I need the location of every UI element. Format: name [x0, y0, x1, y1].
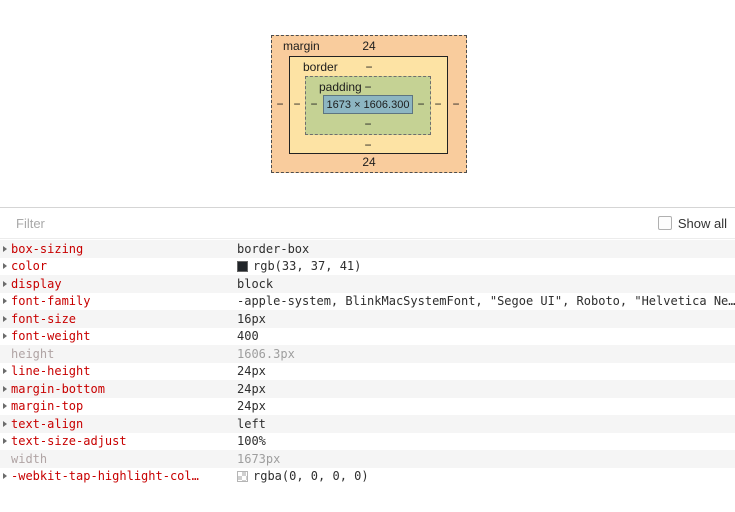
margin-left-value[interactable]: −: [276, 97, 284, 111]
expand-arrow-icon[interactable]: [3, 333, 7, 340]
color-swatch[interactable]: [237, 260, 248, 272]
property-name: text-align: [11, 416, 84, 431]
property-row-width: width 1673px: [0, 450, 735, 468]
property-value: 400: [237, 329, 259, 344]
expand-arrow-icon[interactable]: [3, 368, 7, 375]
property-name: margin-bottom: [11, 381, 105, 396]
show-all-checkbox[interactable]: [657, 216, 672, 230]
property-value: block: [237, 276, 274, 291]
property-value: rgba(0, 0, 0, 0): [237, 469, 369, 483]
property-value: rgb(33, 37, 41): [237, 259, 361, 273]
property-name: height: [11, 346, 55, 361]
box-model-content-region[interactable]: 1673 × 1606.300: [323, 95, 413, 114]
property-row-margin-top[interactable]: margin-top 24px: [0, 398, 735, 416]
property-name: color: [11, 259, 48, 274]
property-value: left: [237, 416, 266, 431]
filter-input[interactable]: [14, 214, 658, 232]
property-value: 1606.3px: [237, 346, 295, 361]
property-name: box-sizing: [11, 241, 84, 256]
property-row-height: height 1606.3px: [0, 345, 735, 363]
filter-bar: Show all: [0, 207, 735, 239]
computed-properties-list: box-sizing border-box color rgb(33, 37, …: [0, 240, 735, 485]
margin-label: margin: [283, 39, 320, 53]
property-value: 16px: [237, 311, 266, 326]
property-row-line-height[interactable]: line-height 24px: [0, 363, 735, 381]
border-bottom-value[interactable]: −: [364, 138, 372, 152]
property-value: 24px: [237, 399, 266, 414]
property-value: border-box: [237, 241, 310, 256]
margin-top-value[interactable]: 24: [362, 39, 376, 53]
margin-right-value[interactable]: −: [452, 97, 460, 111]
show-all-toggle[interactable]: Show all: [657, 215, 727, 231]
border-right-value[interactable]: −: [434, 97, 442, 111]
property-row-box-sizing[interactable]: box-sizing border-box: [0, 240, 735, 258]
property-row-color[interactable]: color rgb(33, 37, 41): [0, 258, 735, 276]
property-name: font-family: [11, 294, 91, 309]
padding-bottom-value[interactable]: −: [364, 117, 372, 131]
property-row-margin-bottom[interactable]: margin-bottom 24px: [0, 380, 735, 398]
box-model-diagram: 1673 × 1606.300 margin border padding 24…: [271, 35, 467, 173]
property-value: -apple-system, BlinkMacSystemFont, "Sego…: [237, 294, 735, 309]
property-name: width: [11, 451, 48, 466]
padding-label: padding: [319, 80, 362, 94]
property-name: font-size: [11, 311, 77, 326]
property-name: text-size-adjust: [11, 434, 127, 449]
expand-arrow-icon[interactable]: [3, 438, 7, 445]
property-name: display: [11, 276, 62, 291]
property-row-text-align[interactable]: text-align left: [0, 415, 735, 433]
border-left-value[interactable]: −: [293, 97, 301, 111]
property-name: font-weight: [11, 329, 91, 344]
expand-arrow-icon[interactable]: [3, 420, 7, 427]
border-label: border: [303, 60, 338, 74]
transparent-color-swatch[interactable]: [237, 470, 248, 482]
property-row-text-size-adjust[interactable]: text-size-adjust 100%: [0, 433, 735, 451]
border-top-value[interactable]: −: [365, 60, 373, 74]
expand-arrow-icon[interactable]: [3, 473, 7, 480]
property-row-display[interactable]: display block: [0, 275, 735, 293]
property-value: 1673px: [237, 451, 281, 466]
property-row-webkit-tap-highlight-color[interactable]: -webkit-tap-highlight-col… rgba(0, 0, 0,…: [0, 468, 735, 486]
property-name: -webkit-tap-highlight-col…: [11, 469, 199, 484]
property-name: margin-top: [11, 399, 84, 414]
property-row-font-weight[interactable]: font-weight 400: [0, 328, 735, 346]
property-name: line-height: [11, 364, 91, 379]
property-value: 24px: [237, 381, 266, 396]
property-value: 100%: [237, 434, 266, 449]
expand-arrow-icon[interactable]: [3, 298, 7, 305]
expand-arrow-icon[interactable]: [3, 280, 7, 287]
property-value: 24px: [237, 364, 266, 379]
expand-arrow-icon[interactable]: [3, 263, 7, 270]
property-row-font-family[interactable]: font-family -apple-system, BlinkMacSyste…: [0, 293, 735, 311]
show-all-label: Show all: [677, 215, 727, 231]
property-row-font-size[interactable]: font-size 16px: [0, 310, 735, 328]
expand-arrow-icon[interactable]: [3, 385, 7, 392]
expand-arrow-icon[interactable]: [3, 315, 7, 322]
content-dimensions: 1673 × 1606.300: [326, 98, 410, 111]
padding-left-value[interactable]: −: [310, 97, 318, 111]
expand-arrow-icon[interactable]: [3, 245, 7, 252]
margin-bottom-value[interactable]: 24: [362, 155, 376, 169]
padding-right-value[interactable]: −: [417, 97, 425, 111]
padding-top-value[interactable]: −: [364, 80, 372, 94]
expand-arrow-icon[interactable]: [3, 403, 7, 410]
